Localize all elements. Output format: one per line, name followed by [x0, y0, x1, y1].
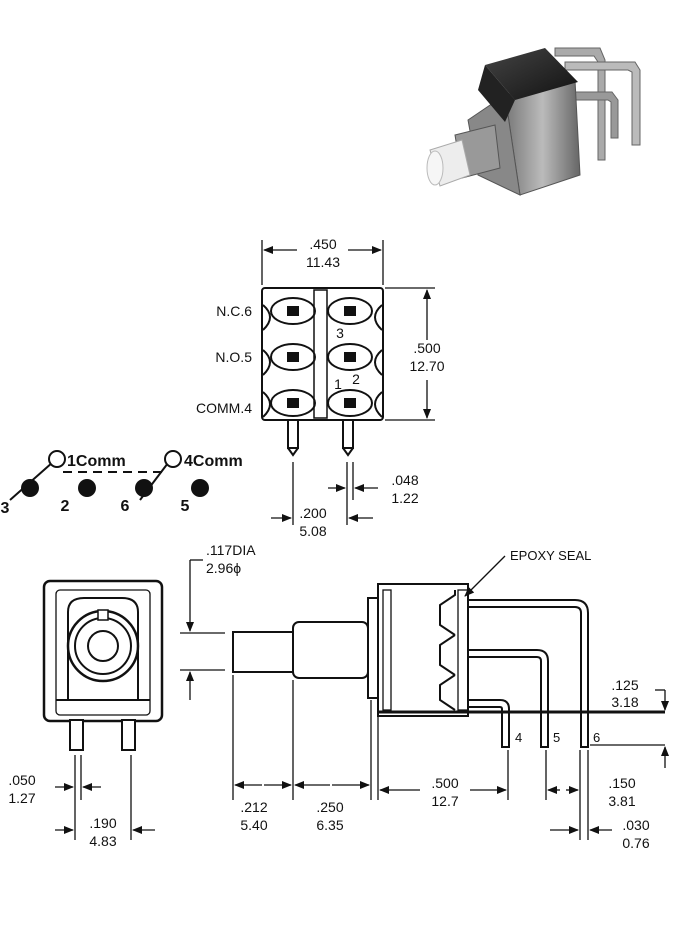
- epoxy-seal-label: EPOXY SEAL: [510, 548, 591, 563]
- top-width-in: .450: [309, 236, 336, 252]
- schematic: 1Comm 4Comm 3 2 6 5: [1, 450, 243, 517]
- pitch-mm: 5.08: [299, 523, 326, 539]
- comm4-label: 4Comm: [184, 453, 243, 470]
- top-height-mm: 12.70: [409, 358, 444, 374]
- terminal-grid: [270, 297, 373, 417]
- terminal-number-2: 2: [352, 371, 360, 387]
- terminal-number-1: 1: [334, 376, 342, 392]
- diameter-in: .117DIA: [206, 542, 256, 558]
- pin-pitch-in: .150: [608, 775, 635, 791]
- pin-pitch-mm: 3.81: [608, 793, 635, 809]
- plunger-len-in: .212: [240, 799, 267, 815]
- front-view: .050 1.27 .190 4.83: [8, 579, 164, 849]
- pitch-in: .200: [299, 505, 326, 521]
- body-len-mm: 12.7: [431, 793, 458, 809]
- contact-3: 3: [1, 500, 10, 517]
- offset-mm: 3.18: [611, 694, 638, 710]
- side-pin-4: 4: [515, 730, 522, 745]
- product-photo: [426, 47, 641, 196]
- front-spacing-in: .190: [89, 815, 116, 831]
- contact-5: 5: [181, 498, 190, 515]
- label-nc6: N.C.6: [216, 303, 252, 319]
- contact-6: 6: [121, 498, 130, 515]
- pin-width-mm: 1.22: [391, 490, 418, 506]
- top-width-mm: 11.43: [306, 254, 340, 270]
- side-pin-6: 6: [593, 730, 600, 745]
- pin-width-in: .048: [391, 472, 418, 488]
- front-spacing-mm: 4.83: [89, 833, 116, 849]
- label-no5: N.O.5: [215, 349, 252, 365]
- label-comm4: COMM.4: [196, 400, 252, 416]
- top-height-in: .500: [413, 340, 440, 356]
- top-view: .450 11.43 .500 12.70: [196, 236, 445, 539]
- plunger-len-mm: 5.40: [240, 817, 267, 833]
- front-pin-width-in: .050: [8, 772, 35, 788]
- comm1-label: 1Comm: [67, 453, 126, 470]
- body-len-in: .500: [431, 775, 458, 791]
- pin-thick-in: .030: [622, 817, 649, 833]
- bushing-len-in: .250: [316, 799, 343, 815]
- side-pin-5: 5: [553, 730, 560, 745]
- bushing-len-mm: 6.35: [316, 817, 343, 833]
- diameter-mm: 2.96ϕ: [206, 560, 241, 576]
- contact-2: 2: [61, 498, 70, 515]
- offset-in: .125: [611, 677, 638, 693]
- side-view: .117DIA 2.96ϕ EPOXY SEAL 4 5 6: [180, 542, 669, 851]
- terminal-number-3: 3: [336, 325, 344, 341]
- front-pin-width-mm: 1.27: [8, 790, 35, 806]
- pin-thick-mm: 0.76: [622, 835, 649, 851]
